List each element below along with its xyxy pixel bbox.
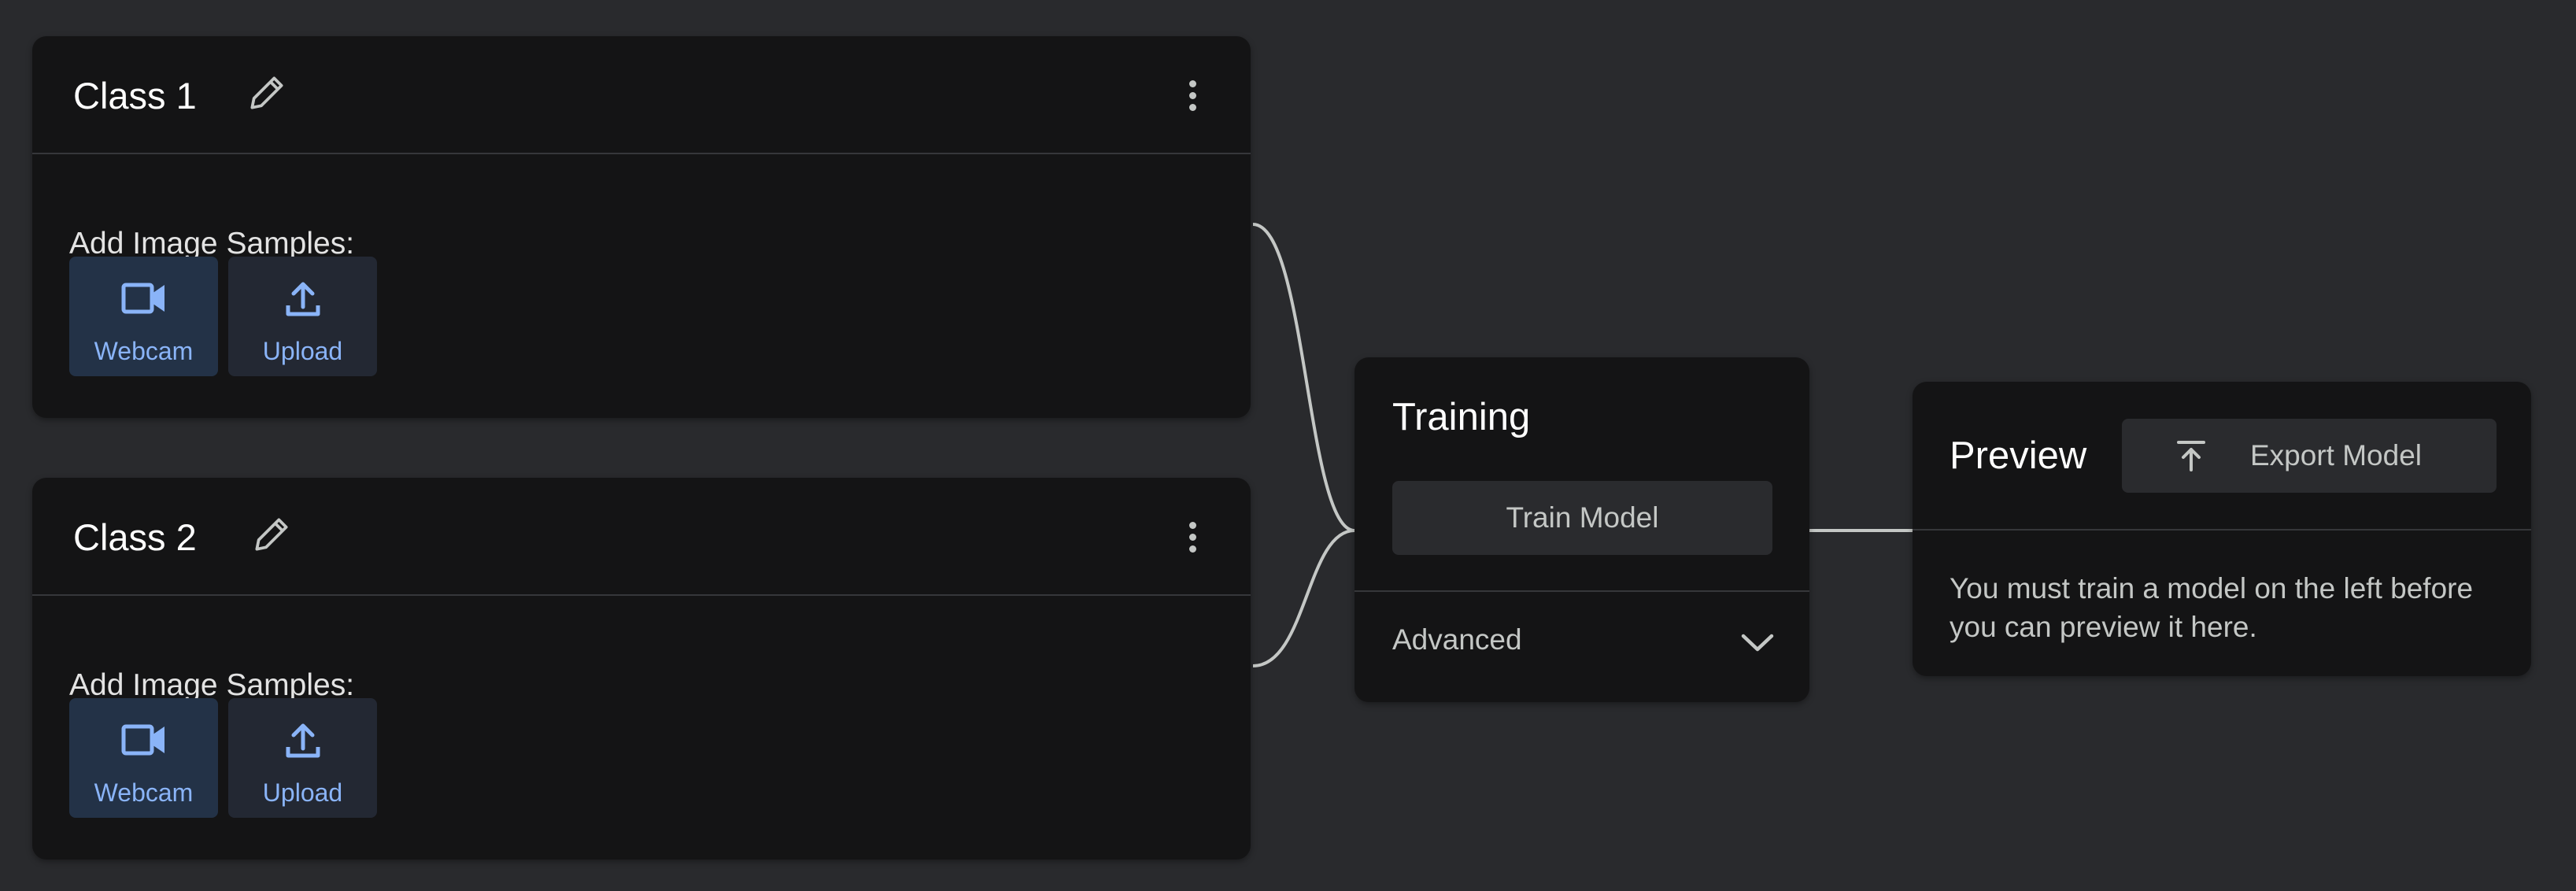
webcam-button[interactable]: Webcam	[69, 257, 218, 376]
videocam-icon	[121, 724, 164, 756]
class-1-connector	[1252, 223, 1355, 532]
preview-title: Preview	[1950, 434, 2087, 477]
training-card: Training Train Model Advanced	[1355, 357, 1809, 702]
class-card-2: Class 2 Add Image Samples: Webcam Upload	[32, 478, 1251, 860]
training-title: Training	[1392, 396, 1531, 438]
videocam-icon	[121, 283, 164, 314]
class-title[interactable]: Class 2	[73, 516, 197, 558]
advanced-toggle[interactable]: Advanced	[1355, 592, 1809, 702]
class-header: Class 2	[32, 478, 1251, 596]
upload-button[interactable]: Upload	[228, 698, 377, 818]
train-model-button[interactable]: Train Model	[1392, 481, 1772, 555]
more-vert-icon[interactable]	[1177, 514, 1208, 561]
upload-label: Upload	[262, 337, 343, 365]
chevron-down-icon	[1741, 634, 1774, 652]
upload-label: Upload	[262, 778, 343, 807]
add-samples-label: Add Image Samples:	[69, 668, 355, 702]
pencil-icon[interactable]	[249, 512, 294, 556]
add-samples-label: Add Image Samples:	[69, 227, 355, 261]
class-header: Class 1	[32, 36, 1251, 154]
preview-message: You must train a model on the left befor…	[1950, 572, 2474, 643]
preview-card: Preview Export Model You must train a mo…	[1913, 382, 2531, 676]
export-model-button[interactable]: Export Model	[2122, 419, 2497, 493]
divider	[1355, 590, 1809, 592]
webcam-label: Webcam	[94, 778, 194, 807]
upload-icon	[286, 723, 320, 758]
more-vert-icon[interactable]	[1177, 72, 1208, 120]
upload-button[interactable]: Upload	[228, 257, 377, 376]
webcam-button[interactable]: Webcam	[69, 698, 218, 818]
advanced-label: Advanced	[1392, 623, 1522, 656]
class-card-1: Class 1 Add Image Samples: Webcam Upload	[32, 36, 1251, 418]
upload-icon	[286, 282, 320, 316]
export-model-label: Export Model	[2250, 439, 2422, 471]
pencil-icon[interactable]	[245, 71, 289, 115]
class-title[interactable]: Class 1	[73, 75, 197, 116]
class-2-connector	[1252, 529, 1355, 667]
export-icon	[2177, 441, 2205, 471]
divider	[1913, 529, 2531, 531]
webcam-label: Webcam	[94, 337, 194, 365]
